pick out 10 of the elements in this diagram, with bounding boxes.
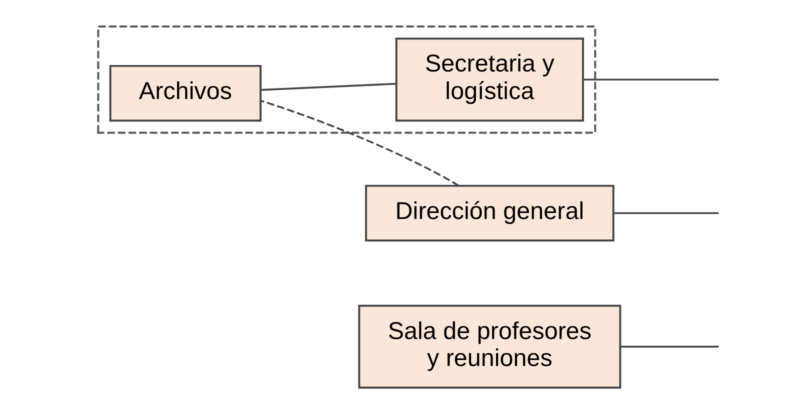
connector bbox=[260, 100, 460, 187]
connector bbox=[260, 82, 396, 91]
connector bbox=[583, 78, 719, 81]
connector bbox=[614, 212, 719, 214]
node-box: Secretaria y logística bbox=[395, 38, 584, 122]
node-box: Archivos bbox=[109, 64, 262, 122]
cluster bbox=[97, 26, 596, 134]
node-box: Sala de profesores y reuniones bbox=[358, 304, 622, 389]
connector bbox=[620, 346, 719, 348]
node-box: Dirección general bbox=[365, 184, 614, 242]
